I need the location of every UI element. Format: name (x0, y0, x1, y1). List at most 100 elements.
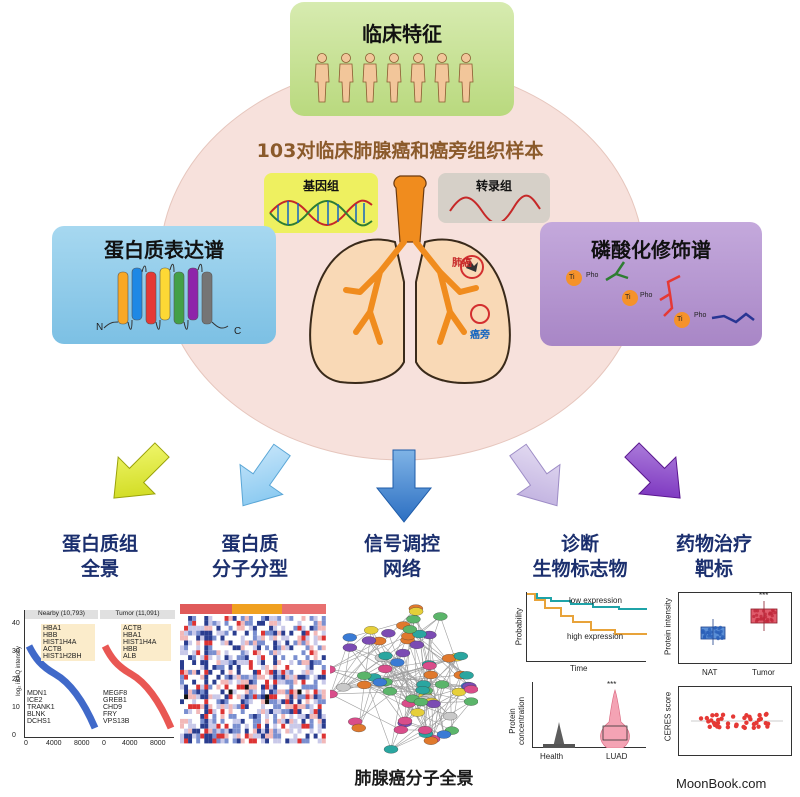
heatmap-cell (232, 738, 237, 744)
ytick: 10 (12, 704, 20, 711)
heatmap-cell (305, 620, 310, 626)
heatmap-cell (208, 630, 213, 636)
heatmap-cell (321, 689, 326, 695)
heatmap-cell (309, 640, 314, 646)
ceres-dot (733, 723, 739, 729)
heatmap-cell (273, 733, 278, 739)
col-title-line1: 信号调控 (363, 533, 440, 555)
network-edge (368, 640, 424, 701)
heatmap-cell (265, 620, 270, 626)
heatmap-cell (305, 709, 310, 714)
heatmap-cell (313, 723, 318, 729)
heatmap-cell (208, 665, 213, 670)
heatmap-cell (256, 665, 261, 670)
network-edge (440, 616, 462, 676)
heatmap-cell (180, 620, 185, 626)
heatmap-cell (265, 625, 270, 631)
heatmap-cell (200, 709, 205, 714)
heatmap-cell (220, 640, 225, 646)
heatmap-cell (261, 684, 266, 690)
heatmap-cell (261, 709, 266, 714)
heatmap-cell (232, 630, 237, 636)
heatmap-cell (228, 674, 233, 680)
heatmap-cell (309, 728, 314, 734)
heatmap-cell (313, 616, 318, 621)
heatmap-cell (192, 718, 197, 724)
heatmap-cell (265, 669, 270, 675)
heatmap-cell (228, 723, 233, 729)
human-figure-icon (410, 53, 426, 103)
heatmap-cell (220, 704, 225, 710)
heatmap-cell (188, 709, 193, 714)
heatmap-cell (212, 669, 217, 675)
heatmap-cell (285, 645, 290, 651)
heatmap-cell (204, 635, 209, 641)
heatmap-cell (256, 660, 261, 665)
heatmap-cell (224, 635, 229, 641)
network-node (406, 615, 421, 624)
heatmap-cell (224, 694, 229, 700)
human-figures (314, 53, 474, 103)
heatmap-cell (261, 645, 266, 651)
heatmap-cell (313, 733, 318, 739)
low-expression-label: low expression (569, 596, 622, 605)
intensity-dot (764, 619, 768, 623)
heatmap-cell (321, 684, 326, 690)
heatmap-cell (208, 650, 213, 656)
heatmap-cell (204, 689, 209, 695)
heatmap-cell (285, 620, 290, 626)
heatmap-cell (305, 674, 310, 680)
heatmap-cell (293, 630, 298, 636)
ti-bead-icon (622, 290, 638, 306)
heatmap-cell (261, 718, 266, 724)
intensity-svg (700, 601, 778, 645)
heatmap-cell (244, 689, 249, 695)
heatmap-cell (321, 616, 326, 621)
heatmap-cell (244, 733, 249, 739)
heatmap-cell (224, 723, 229, 729)
heatmap-cell (309, 694, 314, 700)
landscape-panel: log₂ iBAQ intensity 40 30 20 10 0 Nearby… (8, 602, 175, 752)
heatmap-cell (256, 625, 261, 631)
arrow-network (375, 449, 433, 523)
ceres-dot (707, 724, 712, 730)
heatmap-cell (289, 620, 294, 626)
human-figure-icon (386, 53, 402, 103)
heatmap-cell (293, 640, 298, 646)
heatmap-cell (188, 674, 193, 680)
xtick: 0 (102, 740, 106, 747)
network-edge (402, 652, 426, 731)
heatmap-cell (196, 650, 201, 656)
heatmap-cell (236, 635, 241, 641)
heatmap-cell (224, 674, 229, 680)
heatmap-cell (224, 616, 229, 621)
gene-label: HBA1 (43, 625, 62, 632)
heatmap-cell (196, 699, 201, 705)
heatmap-cell (321, 699, 326, 705)
tumor-label: 肺癌 (452, 258, 472, 269)
heatmap-cell (269, 738, 274, 744)
heatmap-cell (204, 630, 209, 636)
heatmap-cell (228, 728, 233, 734)
heatmap-cell (248, 714, 253, 719)
heatmap-cell (317, 723, 322, 729)
human-figure-icon (434, 53, 450, 103)
human-figure-icon (314, 53, 330, 103)
heatmap-cell (297, 645, 302, 651)
heatmap-cell (297, 704, 302, 710)
heatmap-cell (281, 738, 286, 744)
heatmap-cell (240, 650, 245, 656)
heatmap-cell (216, 616, 221, 621)
heatmap-cell (216, 660, 221, 665)
heatmap-cell (196, 635, 201, 641)
heatmap-cell (317, 689, 322, 695)
heatmap-cell (188, 738, 193, 744)
network-node (459, 671, 474, 680)
heatmap-cell (220, 684, 225, 690)
genome-label: 基因组 (302, 179, 339, 193)
col-title-line1: 诊断 (560, 533, 599, 555)
network-edge (427, 685, 469, 699)
heatmap-cell (317, 630, 322, 636)
heatmap-cell (224, 704, 229, 710)
heatmap-cell (220, 694, 225, 700)
